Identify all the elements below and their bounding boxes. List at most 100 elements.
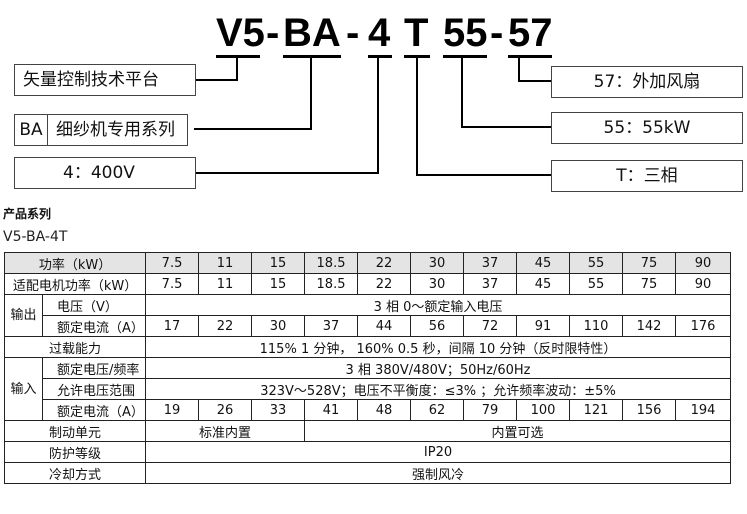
power-cell: 75 <box>622 252 677 274</box>
motor-power-cell: 90 <box>675 273 732 295</box>
model-code-4: 4 <box>368 11 391 55</box>
voltage-code: 4： <box>63 163 91 183</box>
voltage-box: 4：400V <box>14 157 196 189</box>
power-cell: 15 <box>251 252 306 274</box>
out-voltage-label: 电压（V） <box>41 294 147 316</box>
overload-row: 过载能力 115% 1 分钟， 160% 0.5 秒，间隔 10 分钟（反时限特… <box>3 336 732 358</box>
power-cell: 18.5 <box>304 252 359 274</box>
ba-code-cell: BA <box>15 115 48 145</box>
in-voltage-value: 3 相 380V/480V；50Hz/60Hz <box>145 357 732 379</box>
connector-55 <box>461 58 463 128</box>
connector-4 <box>377 58 379 174</box>
model-code-57: 57 <box>508 11 553 55</box>
protection-value: IP20 <box>145 441 732 463</box>
overload-value: 115% 1 分钟， 160% 0.5 秒，间隔 10 分钟（反时限特性） <box>145 336 732 358</box>
in-current-cell: 33 <box>251 399 306 421</box>
in-current-cell: 19 <box>145 399 200 421</box>
protection-label: 防护等级 <box>3 441 147 463</box>
underline-t <box>404 55 430 58</box>
underline-57 <box>508 55 552 58</box>
input-group-label: 输入 <box>4 357 43 421</box>
motor-power-cell: 7.5 <box>145 273 200 295</box>
power-cell: 90 <box>675 252 732 274</box>
out-voltage-row: 输出 电压（V） 3 相 0～额定输入电压 <box>4 294 732 337</box>
model-code-ba: BA <box>283 11 341 55</box>
in-current-cell: 194 <box>675 399 732 421</box>
brake-label: 制动单元 <box>3 420 147 442</box>
overload-label: 过载能力 <box>3 336 147 358</box>
power-cell: 55 <box>569 252 624 274</box>
connector-t <box>416 58 418 176</box>
out-current-cell: 56 <box>410 315 465 337</box>
power-cell: 11 <box>198 252 253 274</box>
connector-ba-h <box>194 128 312 130</box>
motor-power-cell: 75 <box>622 273 677 295</box>
underline-55 <box>443 55 487 58</box>
in-current-cell: 26 <box>198 399 253 421</box>
out-current-cell: 142 <box>622 315 677 337</box>
out-current-cell: 37 <box>304 315 359 337</box>
platform-box: 矢量控制技术平台 <box>14 64 196 96</box>
cooling-row: 冷却方式 强制风冷 <box>3 462 732 484</box>
out-current-cell: 17 <box>145 315 200 337</box>
underline-4 <box>368 55 392 58</box>
brake-row: 制动单元 标准内置 内置可选 <box>3 420 732 442</box>
out-voltage-value: 3 相 0～额定输入电压 <box>145 294 732 316</box>
out-current-cell: 22 <box>198 315 253 337</box>
motor-power-cell: 11 <box>198 273 253 295</box>
power-row-label: 功率（kW） <box>3 252 147 274</box>
model-code-dash-3: - <box>490 11 504 55</box>
model-code-t: T <box>404 11 429 55</box>
motor-power-cell: 22 <box>357 273 412 295</box>
in-voltage-label: 额定电压/频率 <box>41 357 147 379</box>
voltage-value: 400V <box>90 163 135 183</box>
in-current-cell: 62 <box>410 399 465 421</box>
fan-code: 57： <box>593 72 633 92</box>
power-box: 55：55kW <box>551 112 743 144</box>
phase-box: T：三相 <box>551 160 743 192</box>
in-current-cell: 41 <box>304 399 359 421</box>
phase-code: T： <box>616 166 644 186</box>
underline-v5 <box>216 55 260 58</box>
out-current-cell: 91 <box>516 315 571 337</box>
in-current-cell: 100 <box>516 399 571 421</box>
motor-power-cell: 37 <box>463 273 518 295</box>
phase-desc: 三相 <box>643 166 678 186</box>
in-current-cell: 121 <box>569 399 624 421</box>
model-code-dash-2: - <box>346 11 360 55</box>
motor-power-cell: 30 <box>410 273 465 295</box>
connector-ba <box>310 58 312 130</box>
in-range-label: 允许电压范围 <box>41 378 147 400</box>
model-code-v5: V5 <box>216 11 265 55</box>
motor-row-label: 适配电机功率（kW） <box>3 273 147 295</box>
connector-v5-h <box>194 79 238 81</box>
connector-4-h <box>194 172 379 174</box>
fan-box: 57：外加风扇 <box>551 66 743 98</box>
power-cell: 45 <box>516 252 571 274</box>
out-current-cell: 110 <box>569 315 624 337</box>
ba-desc: 细纱机专用系列 <box>56 120 175 140</box>
motor-power-cell: 15 <box>251 273 306 295</box>
connector-55-h <box>461 126 551 128</box>
output-group-label: 输出 <box>4 294 43 337</box>
in-current-cell: 156 <box>622 399 677 421</box>
motor-power-cell: 55 <box>569 273 624 295</box>
power-desc: 55kW <box>642 118 691 138</box>
cooling-value: 强制风冷 <box>145 462 732 484</box>
motor-power-cell: 45 <box>516 273 571 295</box>
power-code: 55： <box>603 118 643 138</box>
section-title: 产品系列 <box>3 207 52 221</box>
power-cell: 37 <box>463 252 518 274</box>
brake-optional: 内置可选 <box>304 420 732 442</box>
series-label: V5-BA-4T <box>3 229 68 245</box>
in-voltage-row: 输入 额定电压/频率 3 相 380V/480V；50Hz/60Hz <box>4 357 732 421</box>
in-range-value: 323V～528V；电压不平衡度：≤3% ；允许频率波动：±5% <box>145 378 732 400</box>
cooling-label: 冷却方式 <box>3 462 147 484</box>
motor-power-cell: 18.5 <box>304 273 359 295</box>
in-current-label: 额定电流（A） <box>41 399 147 421</box>
